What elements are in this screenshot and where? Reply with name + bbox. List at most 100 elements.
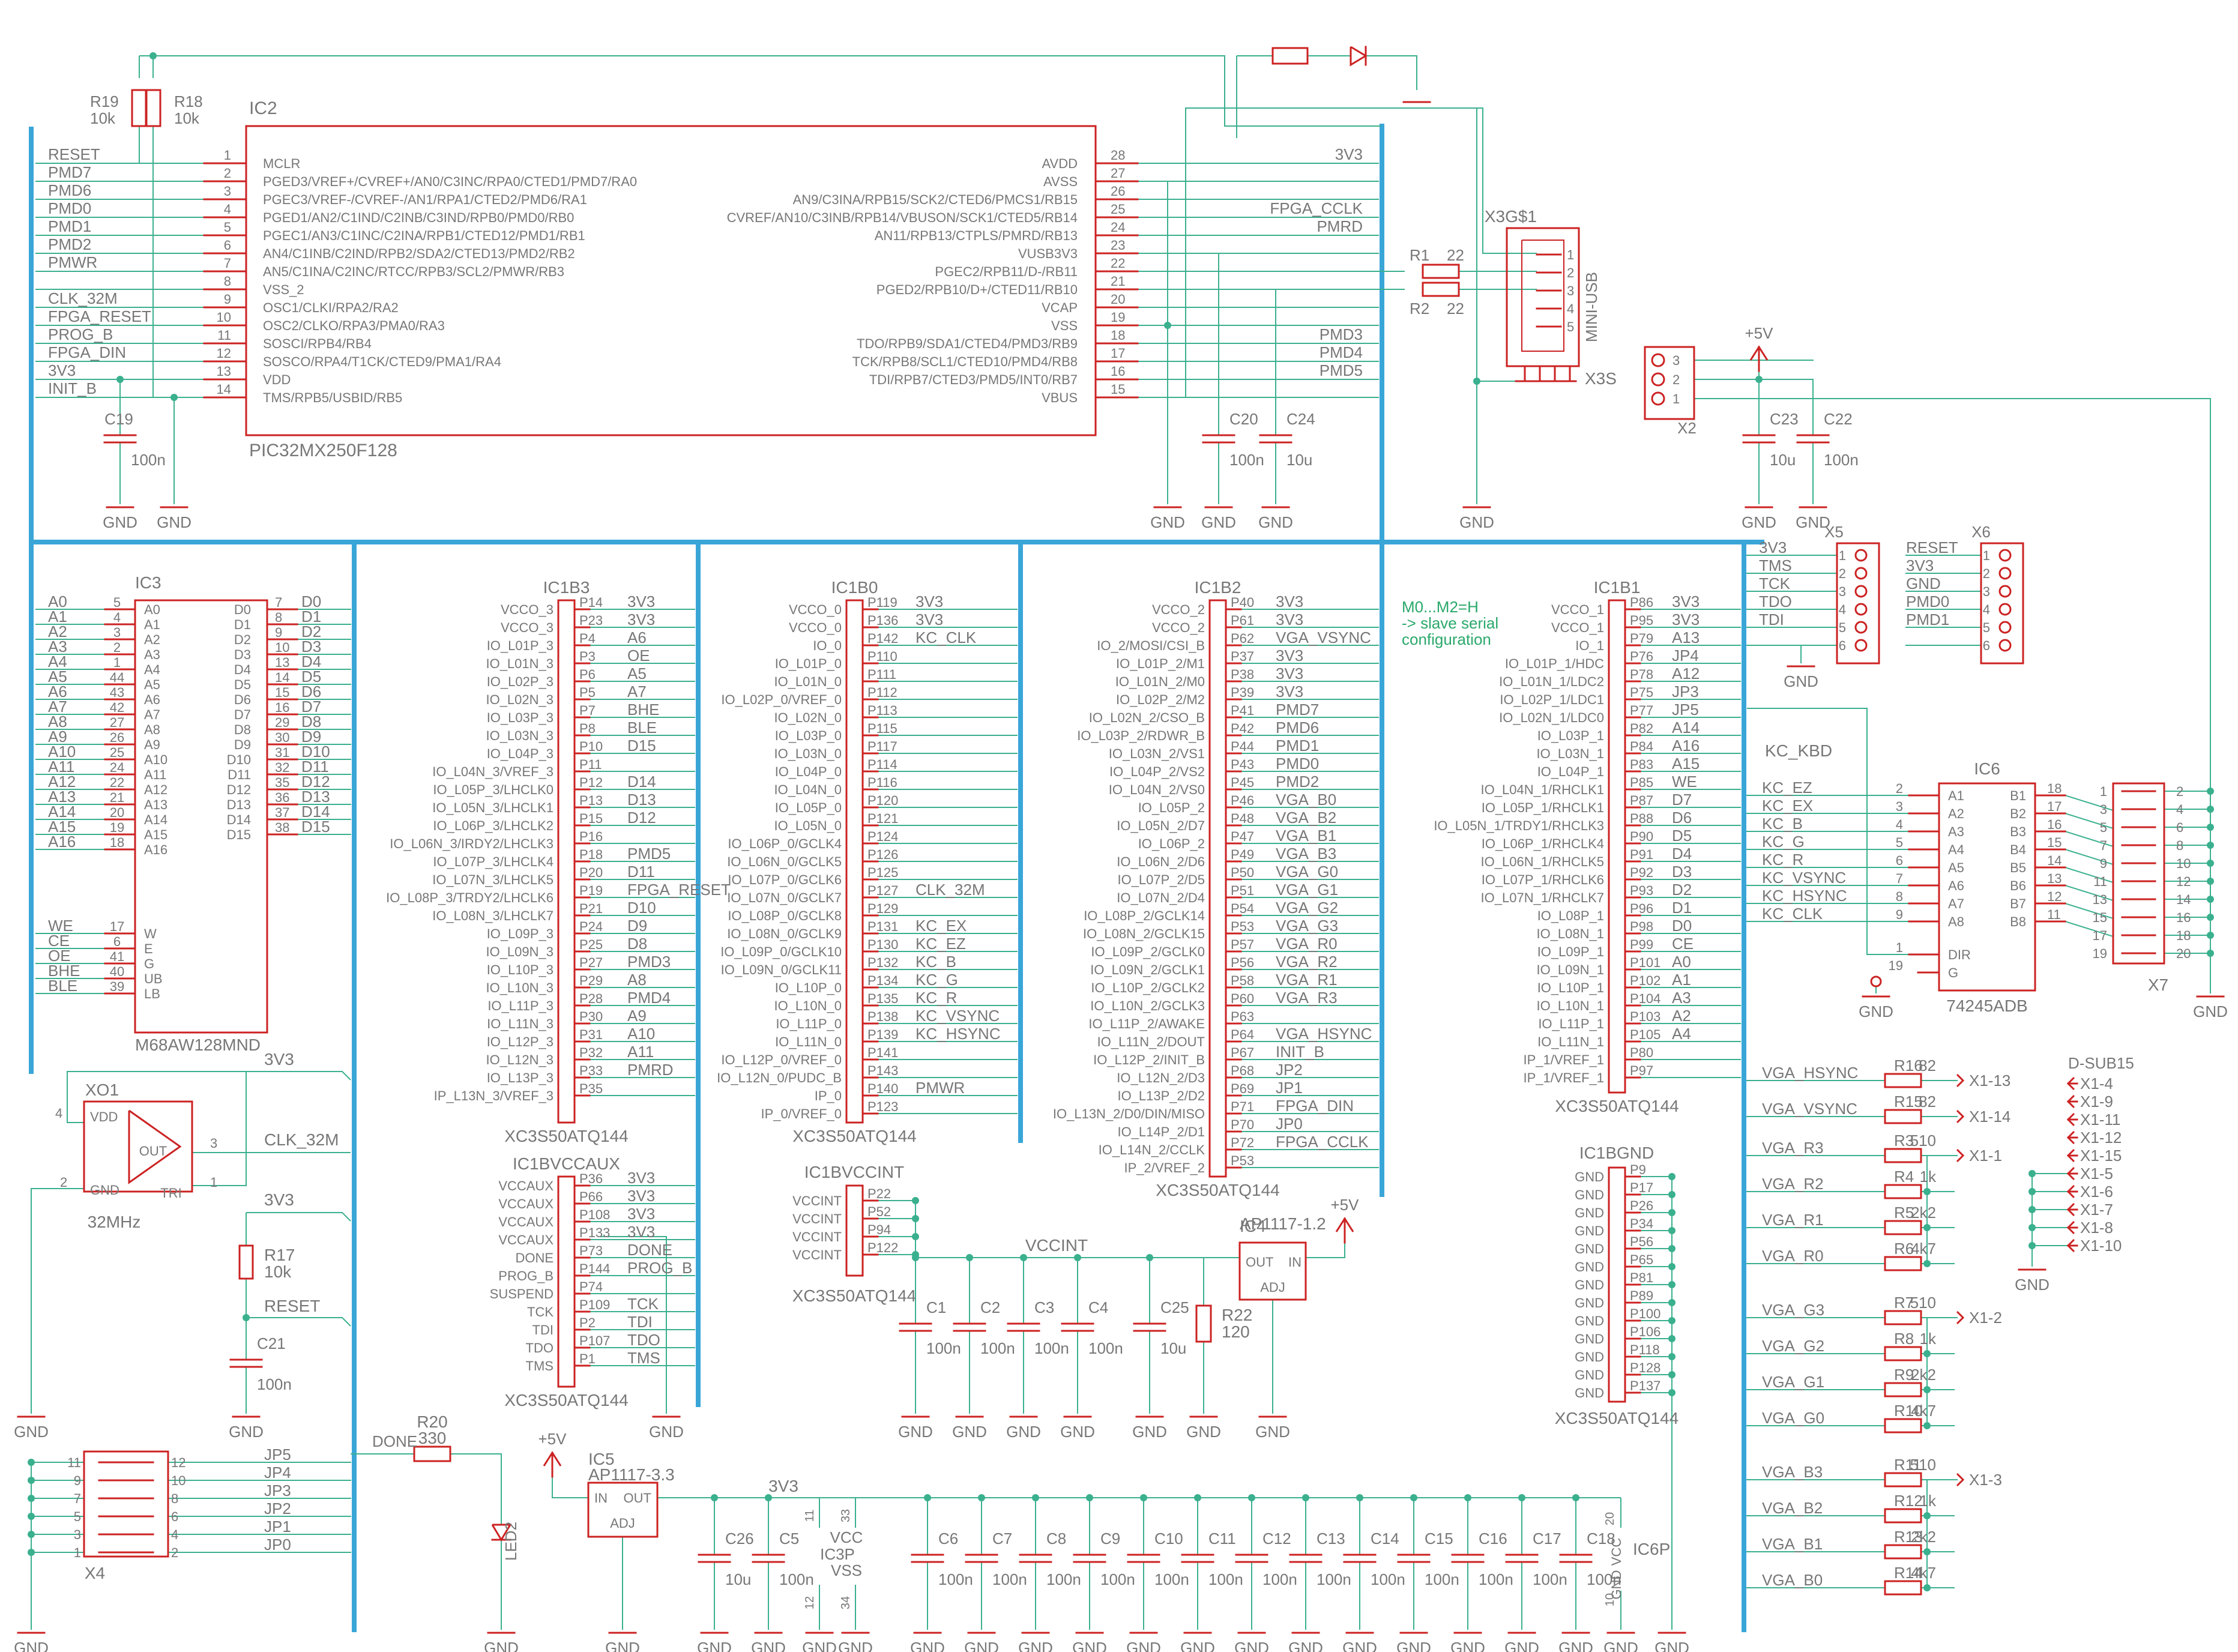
vga-resistor-ref: R11 <box>1894 1456 1922 1474</box>
ic1b2-net-label: 3V3 <box>1276 683 1303 701</box>
x6-pin-num: 1 <box>1983 548 1990 563</box>
ic1b0-pin-num: P124 <box>867 829 898 844</box>
ic1b1-pin-name: IO_L04P_1 <box>1537 764 1604 779</box>
x6-pin-num: 2 <box>1983 566 1990 581</box>
ic1b1-pin-num: P97 <box>1630 1063 1653 1078</box>
x7-pin-num: 14 <box>2176 892 2191 907</box>
capacitor-value: 100n <box>1371 1570 1405 1588</box>
ic3-pin-num: 36 <box>275 790 289 805</box>
ic1b3-net-label: PMD5 <box>627 845 671 863</box>
ic3-pin-num: 39 <box>110 979 124 994</box>
ic3-pin-num: 31 <box>275 745 289 760</box>
ic1b2-pin-name: IO_L11N_2/DOUT <box>1097 1034 1205 1049</box>
gnd-label: GND <box>1288 1639 1323 1652</box>
ic1b2-pin-num: P63 <box>1231 1009 1254 1024</box>
ic1bvccint-ref: IC1BVCCINT <box>804 1163 904 1181</box>
ic1b0-net-label: PMWR <box>915 1079 965 1097</box>
ic1bgnd-pin-name: GND <box>1575 1205 1604 1220</box>
ic1b3-pin-name: VCCO_3 <box>501 602 553 617</box>
junction-dot <box>1923 1260 1931 1267</box>
ic2-pin-num: 12 <box>217 346 231 361</box>
ic1b1-pin-num: P95 <box>1630 613 1653 628</box>
wire <box>2064 794 2114 812</box>
ic6-pin-name: A5 <box>1948 860 1964 875</box>
x5-net-label: TCK <box>1759 574 1791 592</box>
x7-pin-num: 10 <box>2176 856 2191 871</box>
bus-signal-label: FPGA_DIN <box>48 343 126 361</box>
wire-path <box>139 126 204 164</box>
x7-pin-num: 12 <box>2176 874 2191 889</box>
vga-net-label: VGA_R2 <box>1762 1175 1824 1193</box>
ic1b1-net-label: A16 <box>1672 737 1700 755</box>
x7-pin-num: 15 <box>2093 910 2107 925</box>
ic1bvccint-body <box>845 1184 864 1277</box>
gnd-label: GND <box>2193 1002 2228 1020</box>
ic1bvccaux-pin-num: P144 <box>579 1261 610 1276</box>
capacitor-ref: C20 <box>1229 410 1258 428</box>
ic1b2-pin-num: P53 <box>1231 919 1254 934</box>
ic1bgnd-pin-name: GND <box>1575 1169 1604 1184</box>
ic1b3-net-label: BLE <box>627 719 657 737</box>
ic1b3-pin-name: IO_L05N_3/LHCLK1 <box>432 800 553 815</box>
capacitor-ref: C14 <box>1371 1530 1399 1548</box>
junction-dot <box>149 52 157 59</box>
ic1b0-pin-num: P135 <box>867 991 898 1006</box>
ic3-pin-num: 7 <box>275 595 282 610</box>
x5-net-label: TDI <box>1759 610 1784 629</box>
x4-pin-num: 1 <box>74 1545 81 1560</box>
ic3-pin-name: D7 <box>234 707 251 722</box>
ic1b3-pin-num: P31 <box>579 1027 603 1042</box>
ic3p-pin-num: 33 <box>839 1509 852 1522</box>
ic1b1-pin-num: P96 <box>1630 901 1653 916</box>
ic1b2-pin-name: IO_L14N_2/CCLK <box>1099 1142 1205 1157</box>
ic1bgnd-pin-num: P137 <box>1630 1378 1660 1393</box>
vga-resistor <box>1884 1310 1922 1325</box>
ic1b2-pin-num: P68 <box>1231 1063 1254 1078</box>
ic1b2-pin-name: IO_L04N_2/VS0 <box>1109 782 1205 797</box>
vga-resistor-ref: R3 <box>1894 1132 1914 1150</box>
ic3-pin-name: D11 <box>228 767 251 782</box>
ic3-net-label: D4 <box>301 653 321 671</box>
ic1b2-pin-num: P64 <box>1231 1027 1254 1042</box>
ic1b3-pin-num: P7 <box>579 703 596 718</box>
x7-pin-num: 1 <box>2100 784 2107 799</box>
vga-resistor-ref: R8 <box>1894 1330 1914 1348</box>
bus-layer <box>29 124 1764 1632</box>
x4-net-label: JP5 <box>264 1446 291 1464</box>
junction-dot <box>116 376 124 383</box>
ic1bvccaux-net-label: 3V3 <box>627 1223 655 1241</box>
ic1b1-pin-name: IO_L05P_1/RHCLK1 <box>1482 800 1604 815</box>
ic1b3-pin-name: IO_L09P_3 <box>487 926 553 941</box>
ic3-pin-name: D10 <box>227 752 251 767</box>
xo1-net-label: 3V3 <box>264 1050 294 1069</box>
ic1b3-pin-num: P33 <box>579 1063 603 1078</box>
x4-pin-num: 4 <box>171 1527 178 1542</box>
ic1b3-pin-num: P14 <box>579 595 603 610</box>
vga-resistor <box>1884 1184 1922 1199</box>
ic1b2-pin-name: IO_2/MOSI/CSI_B <box>1097 638 1205 653</box>
ic2-pin-name: AVDD <box>1042 156 1078 171</box>
ic3-pin-num: 41 <box>110 949 124 964</box>
ic1bvccaux-pin-name: VCCAUX <box>498 1196 553 1211</box>
ic1bgnd-pin-num: P65 <box>1630 1252 1653 1267</box>
ic2-pin-name: AN11/RPB13/CTPLS/PMRD/RB13 <box>875 228 1078 243</box>
gnd-label: GND <box>157 513 192 531</box>
x5-pin-num: 5 <box>1839 620 1846 635</box>
ic3-value: M68AW128MND <box>135 1036 261 1054</box>
ic1bgnd-pin-name: GND <box>1575 1187 1604 1202</box>
ic1b2-net-label: 3V3 <box>1276 592 1303 610</box>
gnd-label: GND <box>838 1639 873 1652</box>
ic1b1-pin-name: IO_L01P_1/HDC <box>1505 656 1604 671</box>
ic1b3-pin-name: IO_L05P_3/LHCLK0 <box>433 782 553 797</box>
vga-net-label: VGA_B1 <box>1762 1535 1823 1553</box>
ic1b3-net-label: A6 <box>627 629 647 647</box>
wire-path <box>1366 55 1417 90</box>
ic1b2-net-label: VGA_B0 <box>1276 791 1336 809</box>
gnd-label: GND <box>1396 1639 1431 1652</box>
ic3-net-label: A7 <box>48 698 67 716</box>
x7-pin-num: 7 <box>2100 838 2107 853</box>
ic1b0-pin-name: IO_L01P_0 <box>775 656 842 671</box>
ic6-pin-num: 19 <box>1889 958 1903 973</box>
bus-signal-label: INIT_B <box>48 379 97 397</box>
x7-pin-num: 4 <box>2176 802 2183 817</box>
